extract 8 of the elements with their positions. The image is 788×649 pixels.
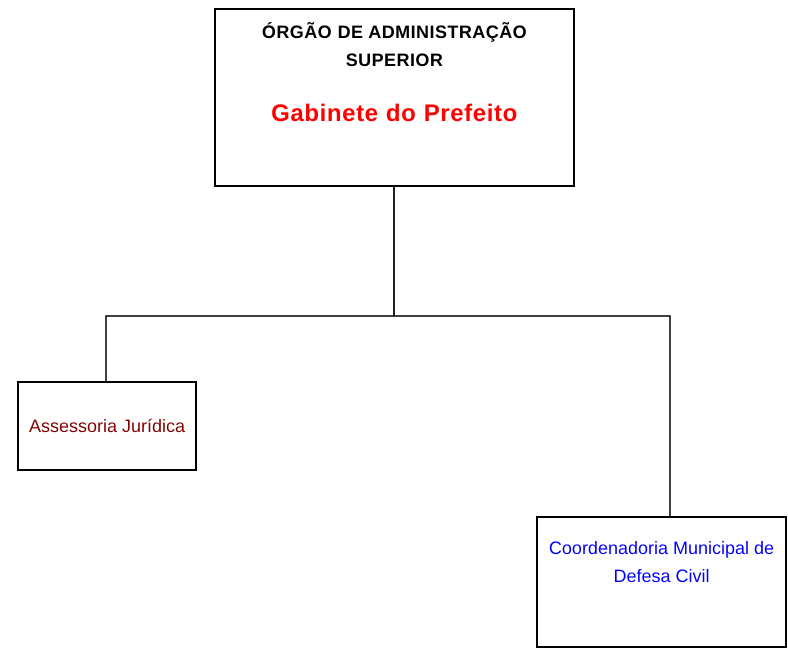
org-box	[214, 8, 575, 187]
unit-name: Assessoria Jurídica	[28, 415, 186, 438]
org-box	[17, 381, 197, 471]
unit-name: Gabinete do Prefeito	[271, 99, 518, 129]
org-box	[536, 516, 787, 648]
connector-line	[393, 187, 671, 516]
unit-name: Coordenadoria Municipal de Defesa Civil	[548, 537, 776, 588]
heading: ÓRGÃO DE ADMINISTRAÇÃO SUPERIOR	[260, 21, 528, 72]
